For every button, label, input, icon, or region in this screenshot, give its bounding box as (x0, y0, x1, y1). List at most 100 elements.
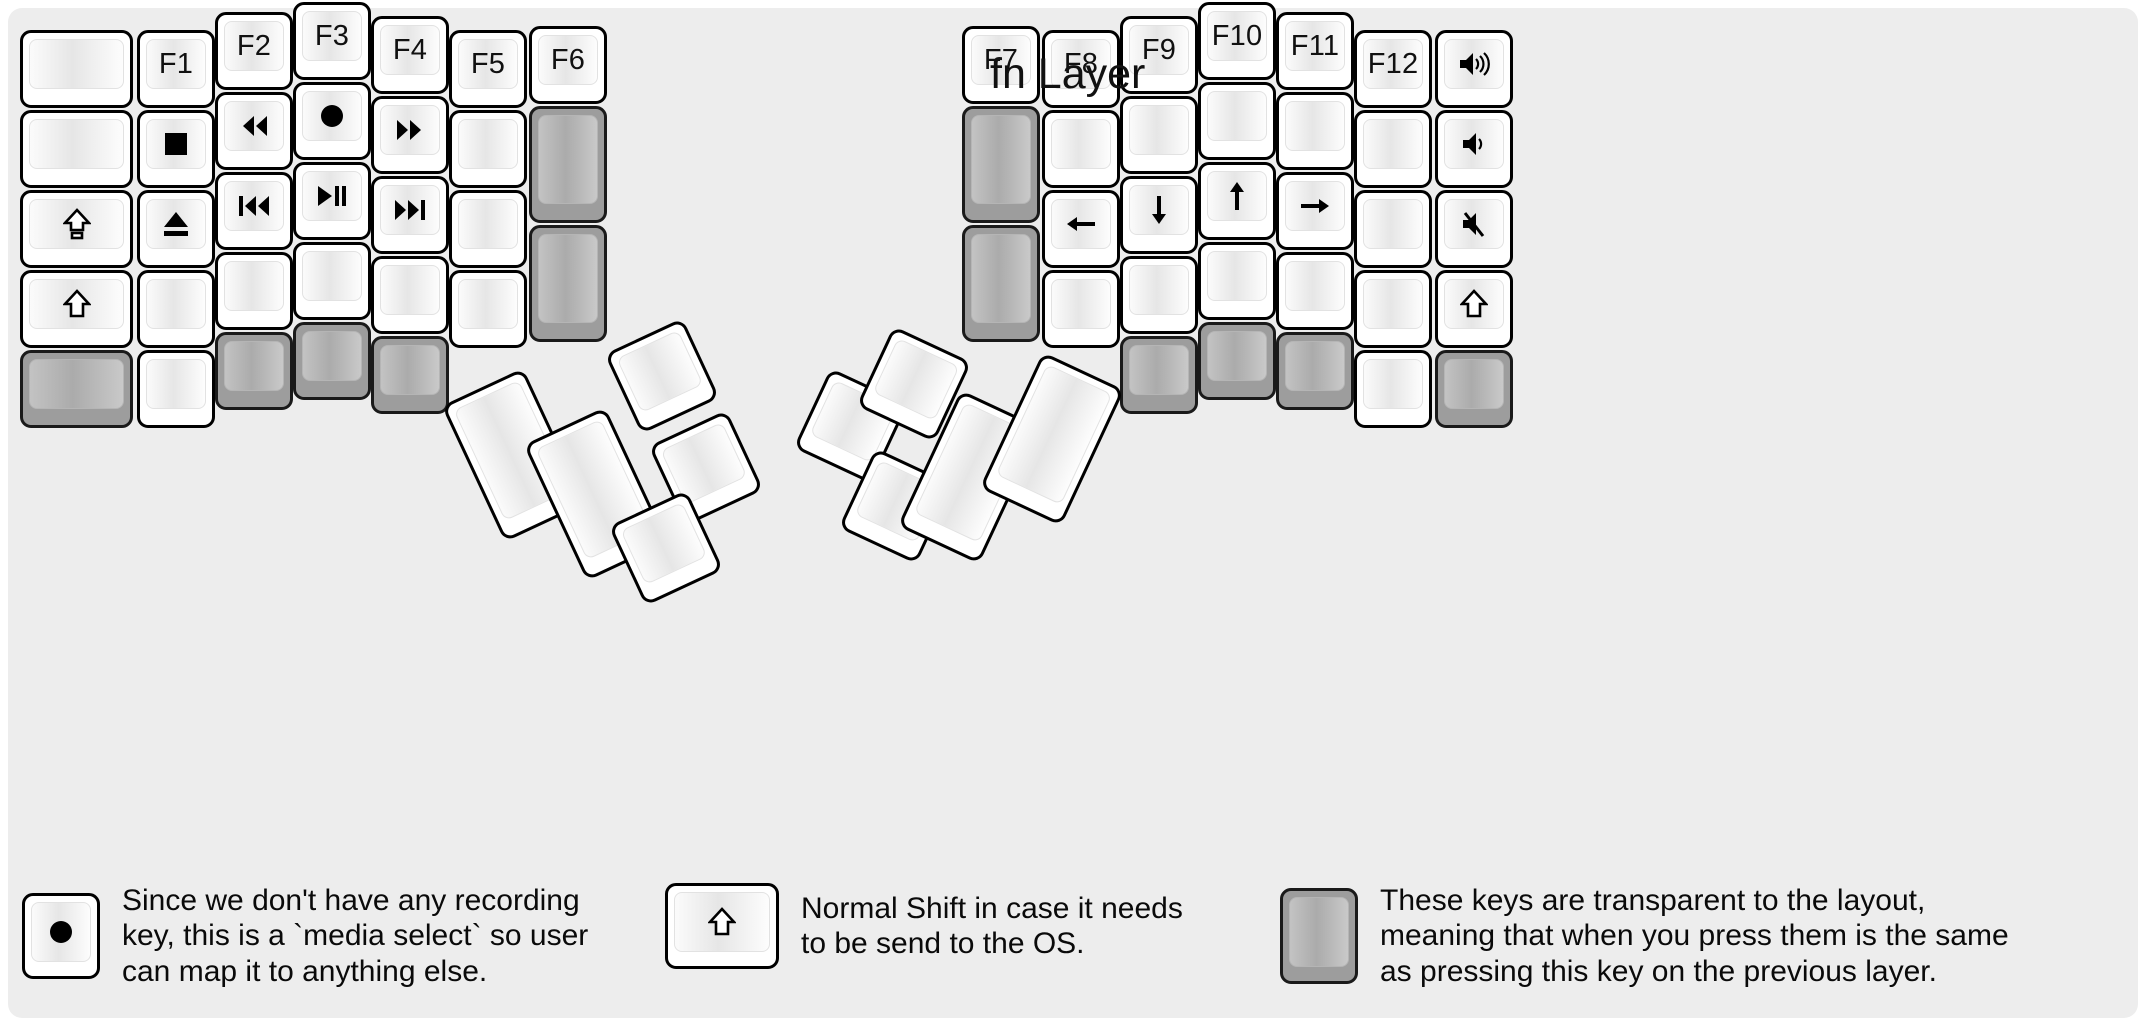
left-key-c4-r2[interactable] (371, 176, 449, 254)
legend-key-cap (674, 892, 770, 952)
key-cap (1363, 119, 1423, 169)
left-key-c1-r1[interactable] (137, 110, 215, 188)
right-key-c4-r0[interactable]: F11 (1276, 12, 1354, 90)
right-key-c2-r2[interactable] (1120, 176, 1198, 254)
left-key-c2-r0[interactable]: F2 (215, 12, 293, 90)
eject-icon (162, 209, 190, 239)
shift-icon (62, 289, 91, 319)
right-key-c6-r2[interactable] (1435, 190, 1513, 268)
left-key-c3-r4[interactable] (293, 322, 371, 400)
left-key-c0-r4[interactable] (20, 350, 133, 428)
right-key-c2-r0[interactable]: F9 (1120, 16, 1198, 94)
play-pause-icon (316, 184, 348, 208)
right-key-c0-r2[interactable] (962, 225, 1040, 342)
left-key-c4-r3[interactable] (371, 256, 449, 334)
key-cap (1129, 105, 1189, 155)
legend-item-0: Since we don't have any recording key, t… (22, 883, 682, 989)
right-key-c3-r1[interactable] (1198, 82, 1276, 160)
right-key-c3-r0[interactable]: F10 (1198, 2, 1276, 80)
left-key-c2-r3[interactable] (215, 252, 293, 330)
key-cap (1444, 279, 1504, 329)
key-cap: F10 (1207, 11, 1267, 61)
left-key-c5-r3[interactable] (449, 270, 527, 348)
key-cap (1444, 359, 1504, 409)
right-key-c5-r3[interactable] (1354, 270, 1432, 348)
key-cap (302, 171, 362, 221)
right-key-c3-r3[interactable] (1198, 242, 1276, 320)
right-key-c5-r2[interactable] (1354, 190, 1432, 268)
right-key-c1-r1[interactable] (1042, 110, 1120, 188)
key-cap: F6 (538, 35, 598, 85)
left-key-c0-r3[interactable] (20, 270, 133, 348)
right-key-c0-r1[interactable] (962, 106, 1040, 223)
shift-icon (708, 907, 736, 937)
left-key-c3-r2[interactable] (293, 162, 371, 240)
key-cap (1129, 265, 1189, 315)
legend-text-0: Since we don't have any recording key, t… (122, 884, 589, 988)
right-key-c1-r3[interactable] (1042, 270, 1120, 348)
left-key-c0-r0[interactable] (20, 30, 133, 108)
legend-key-1 (665, 883, 779, 969)
shift-icon (1460, 289, 1488, 319)
key-cap (1051, 119, 1111, 169)
left-key-c1-r3[interactable] (137, 270, 215, 348)
key-label: F5 (470, 47, 506, 80)
left-key-c3-r1[interactable] (293, 82, 371, 160)
key-cap: F7 (971, 35, 1031, 85)
arrow-right-icon (1299, 194, 1331, 218)
key-cap (146, 119, 206, 169)
right-key-c4-r4[interactable] (1276, 332, 1354, 410)
left-key-c5-r0[interactable]: F5 (449, 30, 527, 108)
key-cap (1363, 199, 1423, 249)
right-key-c5-r1[interactable] (1354, 110, 1432, 188)
key-cap (224, 181, 284, 231)
right-key-c4-r1[interactable] (1276, 92, 1354, 170)
right-key-c0-r0[interactable]: F7 (962, 26, 1040, 104)
right-key-c3-r4[interactable] (1198, 322, 1276, 400)
key-cap (224, 261, 284, 311)
right-key-c5-r0[interactable]: F12 (1354, 30, 1432, 108)
left-key-c4-r4[interactable] (371, 336, 449, 414)
key-cap (1444, 39, 1504, 89)
left-key-c2-r4[interactable] (215, 332, 293, 410)
left-key-c0-r2[interactable] (20, 190, 133, 268)
right-key-c4-r2[interactable] (1276, 172, 1354, 250)
right-key-c6-r4[interactable] (1435, 350, 1513, 428)
key-cap (1207, 251, 1267, 301)
record-icon (318, 102, 346, 130)
left-key-c6-r1[interactable] (529, 106, 607, 223)
right-key-c2-r4[interactable] (1120, 336, 1198, 414)
left-thumb-key-2[interactable] (604, 317, 720, 435)
right-key-c6-r0[interactable] (1435, 30, 1513, 108)
right-key-c3-r2[interactable] (1198, 162, 1276, 240)
left-key-c4-r1[interactable] (371, 96, 449, 174)
key-cap (1129, 185, 1189, 235)
right-key-c2-r3[interactable] (1120, 256, 1198, 334)
key-cap (29, 279, 124, 329)
left-key-c2-r1[interactable] (215, 92, 293, 170)
left-key-c5-r2[interactable] (449, 190, 527, 268)
right-key-c1-r2[interactable] (1042, 190, 1120, 268)
left-key-c0-r1[interactable] (20, 110, 133, 188)
left-key-c1-r2[interactable] (137, 190, 215, 268)
left-key-c5-r1[interactable] (449, 110, 527, 188)
key-cap (660, 421, 748, 506)
left-key-c6-r2[interactable] (529, 225, 607, 342)
right-key-c2-r1[interactable] (1120, 96, 1198, 174)
volume-up-icon (1458, 49, 1490, 79)
left-key-c1-r4[interactable] (137, 350, 215, 428)
left-key-c2-r2[interactable] (215, 172, 293, 250)
prev-track-icon (237, 194, 271, 218)
left-key-c3-r3[interactable] (293, 242, 371, 320)
right-key-c1-r0[interactable]: F8 (1042, 30, 1120, 108)
left-key-c4-r0[interactable]: F4 (371, 16, 449, 94)
arrow-left-icon (1065, 212, 1097, 236)
right-key-c4-r3[interactable] (1276, 252, 1354, 330)
left-key-c6-r0[interactable]: F6 (529, 26, 607, 104)
left-key-c1-r0[interactable]: F1 (137, 30, 215, 108)
left-key-c3-r0[interactable]: F3 (293, 2, 371, 80)
right-key-c5-r4[interactable] (1354, 350, 1432, 428)
right-key-c6-r3[interactable] (1435, 270, 1513, 348)
right-key-c6-r1[interactable] (1435, 110, 1513, 188)
